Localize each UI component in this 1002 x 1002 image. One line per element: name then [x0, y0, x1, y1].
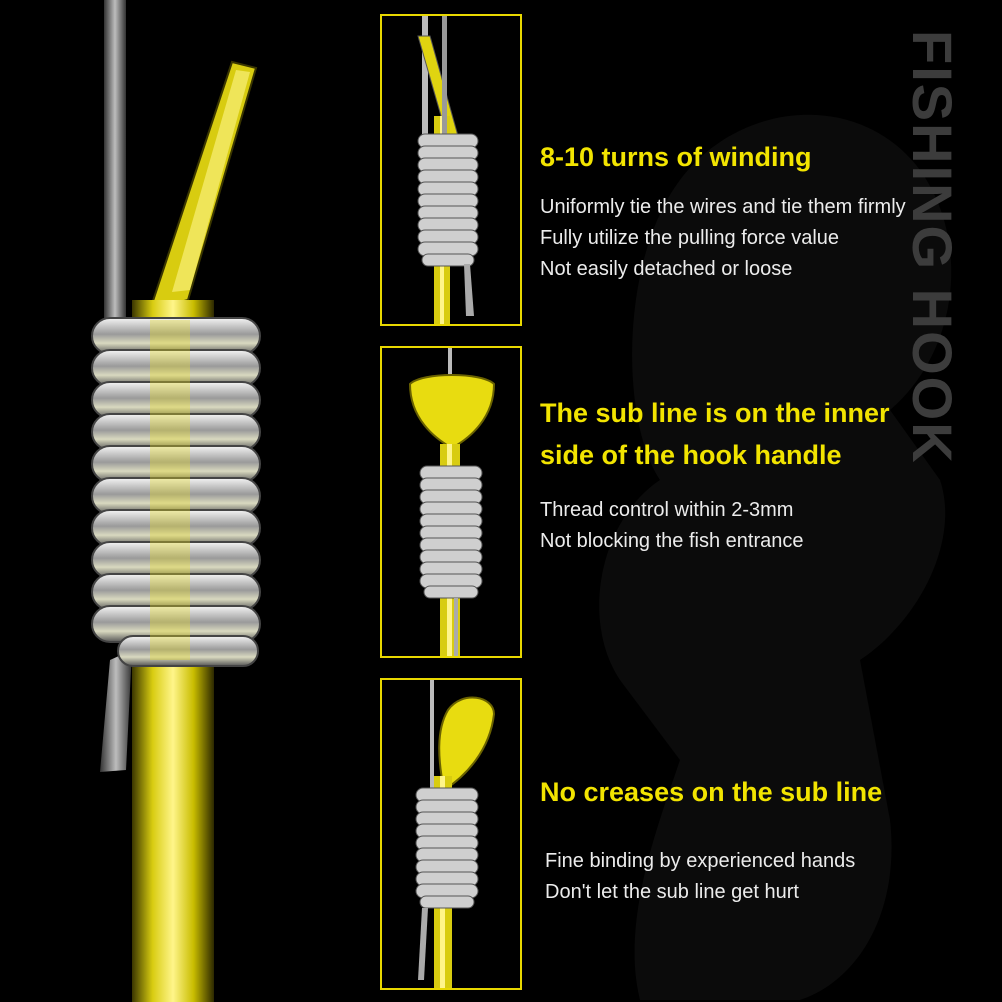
- section-2-line-2: Not blocking the fish entrance: [540, 530, 804, 552]
- section-1-description: Uniformly tie the wires and tie them fir…: [540, 192, 906, 285]
- section-2-heading-line-2: side of the hook handle: [540, 440, 842, 470]
- section-3-line-2: Don't let the sub line get hurt: [545, 881, 799, 903]
- section-2-heading-line-1: The sub line is on the inner: [540, 398, 890, 428]
- panel-inner-side-image: [380, 346, 522, 658]
- section-1-line-2: Fully utilize the pulling force value: [540, 227, 840, 249]
- watermark-text: FISHING HOOK: [901, 30, 964, 465]
- background-silhouette: [599, 114, 952, 1000]
- hook-inner-side-icon: [408, 348, 496, 656]
- section-1-heading: 8-10 turns of winding: [540, 142, 812, 172]
- section-2-description: Thread control within 2-3mm Not blocking…: [540, 495, 804, 557]
- hook-no-crease-icon: [415, 680, 496, 988]
- section-3-description: Fine binding by experienced hands Don't …: [545, 846, 855, 908]
- panel-no-crease-image: [380, 678, 522, 990]
- section-1-line-3: Not easily detached or loose: [540, 258, 793, 280]
- section-3-line-1: Fine binding by experienced hands: [545, 850, 856, 872]
- panel-winding-image: [380, 14, 522, 326]
- section-2-line-1: Thread control within 2-3mm: [540, 499, 794, 521]
- section-3-heading: No creases on the sub line: [540, 777, 883, 807]
- hook-closeup-image: [91, 0, 261, 1002]
- section-1-line-1: Uniformly tie the wires and tie them fir…: [540, 196, 906, 218]
- section-2-heading: The sub line is on the inner side of the…: [540, 392, 890, 476]
- hook-winding-icon: [417, 16, 479, 324]
